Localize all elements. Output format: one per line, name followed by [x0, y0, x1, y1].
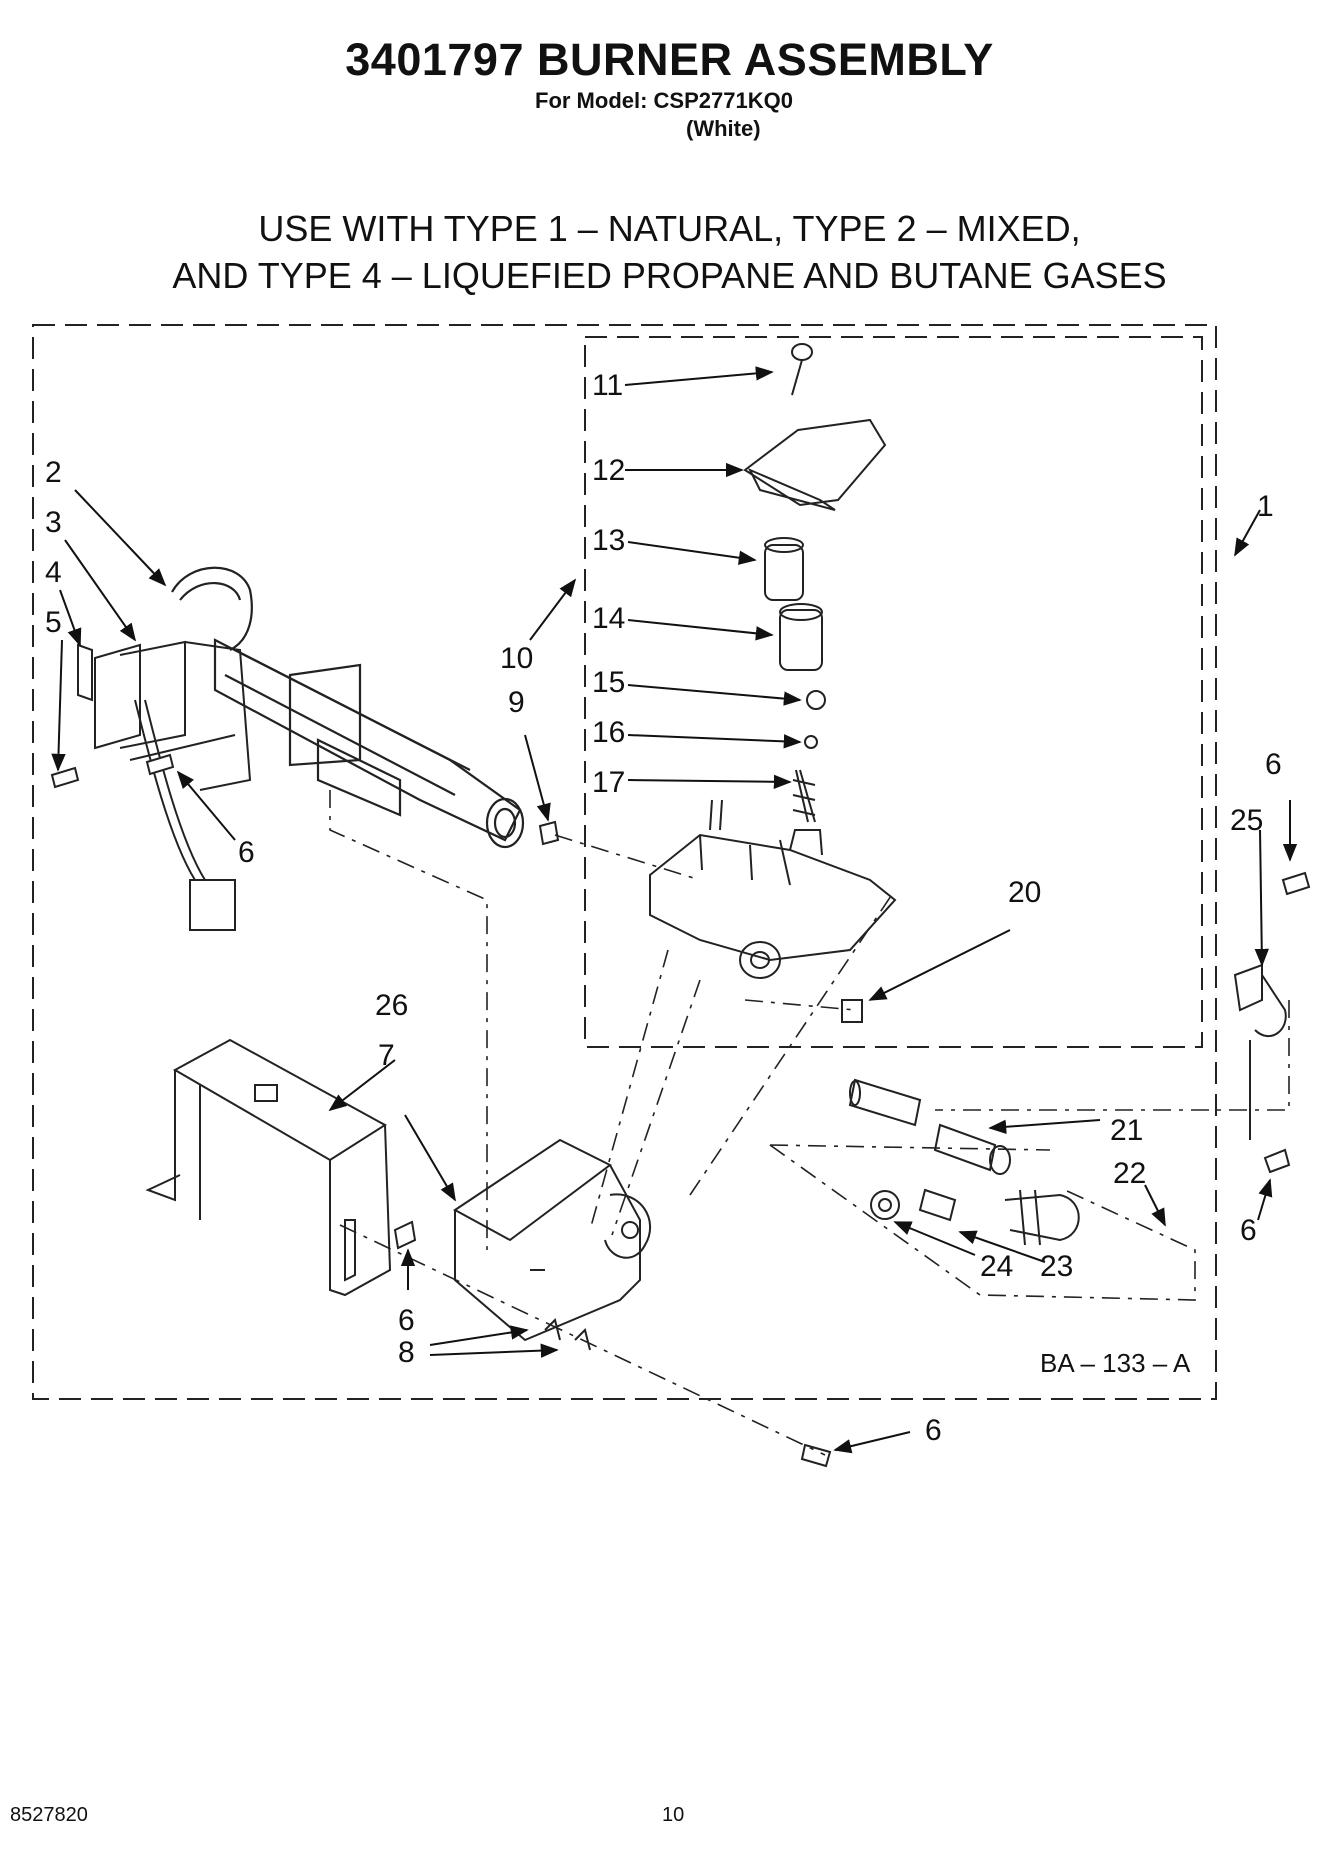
callout-25: 25 [1230, 804, 1263, 837]
valve-assembly-boundary [584, 336, 1203, 1048]
callout-labels: 1 2 3 4 5 6 6 6 6 6 7 8 9 10 11 12 13 14… [45, 369, 1282, 1447]
callout-17: 17 [592, 766, 625, 799]
callout-12: 12 [592, 454, 625, 487]
callout-21: 21 [1110, 1114, 1143, 1147]
callout-4: 4 [45, 556, 62, 589]
burner-tube-drawing [171, 566, 525, 849]
callout-1: 1 [1257, 490, 1274, 523]
color-label: (White) [686, 116, 761, 141]
callout-3: 3 [45, 506, 62, 539]
gas-type-line-1: USE WITH TYPE 1 – NATURAL, TYPE 2 – MIXE… [258, 208, 1081, 249]
callout-22: 22 [1113, 1157, 1146, 1190]
callout-6-right-bottom: 6 [1240, 1214, 1257, 1247]
callout-6-right-top: 6 [1265, 748, 1282, 781]
document-number: 8527820 [10, 1804, 88, 1826]
outer-assembly-boundary [32, 324, 1217, 1400]
callout-26: 26 [375, 989, 408, 1022]
callout-16: 16 [592, 716, 625, 749]
valve-bracket-drawing [453, 1138, 651, 1351]
callout-2: 2 [45, 456, 62, 489]
gas-type-line-2: AND TYPE 4 – LIQUEFIED PROPANE AND BUTAN… [172, 255, 1167, 296]
screw-drawings [50, 753, 1311, 1468]
assembly-dash-lines [329, 790, 1290, 1456]
callout-6-left: 6 [238, 836, 255, 869]
callout-9: 9 [508, 686, 525, 719]
callout-6-bottom: 6 [925, 1414, 942, 1447]
model-label: For Model: CSP2771KQ0 [535, 88, 793, 113]
callout-15: 15 [592, 666, 625, 699]
callout-23: 23 [1040, 1250, 1073, 1283]
support-bracket-drawing [145, 1038, 392, 1297]
igniter-bracket-drawing [77, 640, 252, 931]
gas-valve-drawing [649, 343, 897, 1023]
orifice-fittings-drawing [848, 1078, 1080, 1246]
callout-6-bracket: 6 [398, 1304, 415, 1337]
callout-11: 11 [592, 369, 623, 402]
callout-8: 8 [398, 1336, 415, 1369]
side-bracket-drawing [1233, 963, 1287, 1140]
diagram-reference-code: BA – 133 – A [1040, 1348, 1191, 1378]
callout-arrows [51, 366, 1298, 1454]
callout-7: 7 [378, 1039, 395, 1072]
callout-10: 10 [500, 642, 533, 675]
callout-14: 14 [592, 602, 625, 635]
callout-5: 5 [45, 606, 62, 639]
page-title: 3401797 BURNER ASSEMBLY [345, 34, 994, 85]
callout-13: 13 [592, 524, 625, 557]
page-number: 10 [662, 1804, 685, 1826]
callout-20: 20 [1008, 876, 1041, 909]
callout-24: 24 [980, 1250, 1013, 1283]
